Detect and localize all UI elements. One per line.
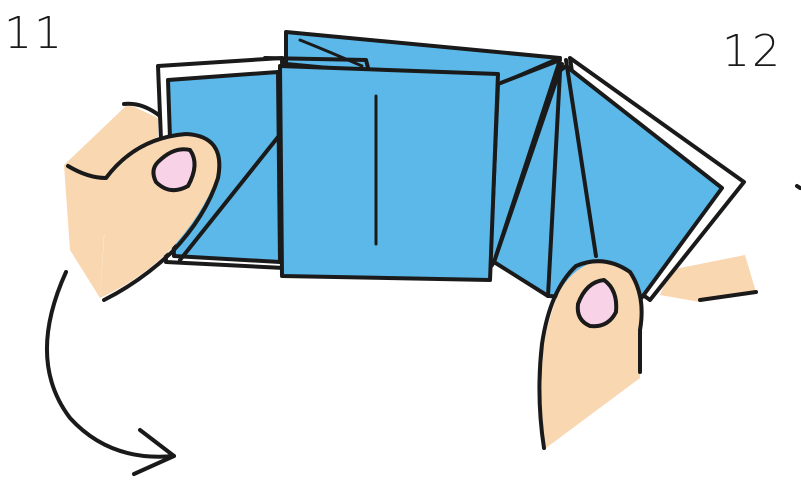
- curved-arrow-icon: [47, 272, 174, 457]
- paper-center-panel: [280, 66, 498, 280]
